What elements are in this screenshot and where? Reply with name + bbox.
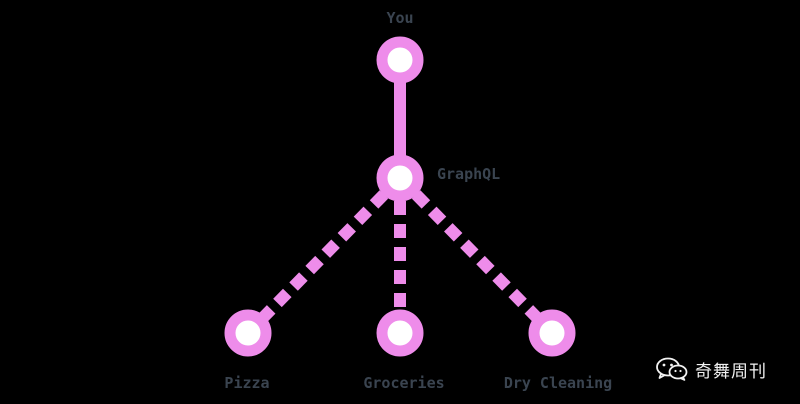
- node-graphql: [376, 154, 424, 202]
- node-label-dry-cleaning: Dry Cleaning: [504, 374, 612, 392]
- node-label-you: You: [386, 9, 413, 27]
- watermark-text: 奇舞周刊: [695, 361, 767, 382]
- wechat-icon: [656, 357, 688, 381]
- edge-graphql-pizza: [243, 173, 405, 338]
- node-label-groceries: Groceries: [363, 374, 444, 392]
- watermark: 奇舞周刊: [655, 357, 767, 382]
- node-label-pizza: Pizza: [224, 374, 269, 392]
- node-pizza: [224, 309, 272, 357]
- node-groceries: [376, 309, 424, 357]
- node-label-graphql: GraphQL: [437, 165, 500, 183]
- node-dry-cleaning: [528, 309, 576, 357]
- node-you: [376, 36, 424, 84]
- edge-graphql-dry-cleaning: [395, 173, 557, 338]
